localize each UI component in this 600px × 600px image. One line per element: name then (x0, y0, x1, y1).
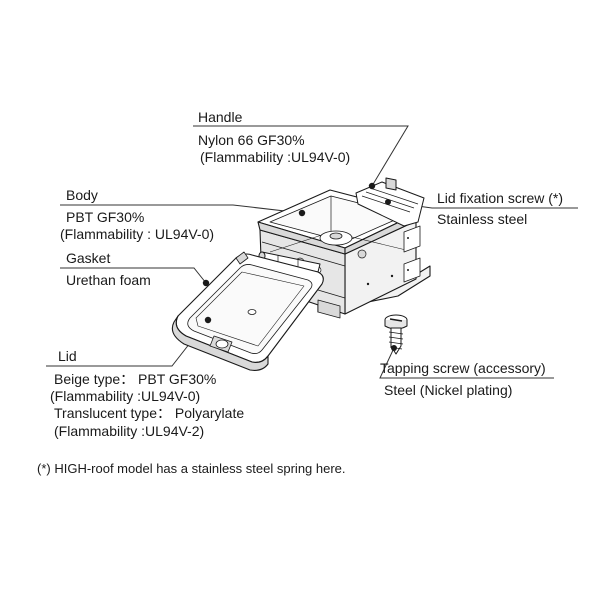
tapping-screw-leader (379, 347, 554, 379)
tapping-screw-label: Tapping screw (accessory) (380, 360, 546, 376)
lid-screw-material: Stainless steel (437, 211, 528, 227)
lid-beige-rating: (Flammability :UL94V-0) (50, 388, 201, 404)
lid-translucent-type: Translucent type： Polyarylate (54, 405, 245, 421)
lid-translucent-rating: (Flammability :UL94V-2) (54, 423, 205, 439)
lid-part (171, 251, 324, 371)
gasket-leader (60, 267, 207, 284)
lid-gasket (187, 264, 313, 354)
handle-leader (193, 125, 409, 187)
lid-beige-type: Beige type： PBT GF30% (54, 371, 217, 387)
tapping-screw-part (384, 314, 408, 355)
body-leader (60, 204, 303, 214)
tapping-screw-material: Steel (Nickel plating) (384, 382, 513, 398)
handle-rating: (Flammability :UL94V-0) (200, 149, 351, 165)
handle-label: Handle (198, 109, 243, 125)
gasket-label: Gasket (66, 250, 111, 266)
handle-material: Nylon 66 GF30% (198, 132, 305, 148)
body-label: Body (66, 187, 98, 203)
body-material: PBT GF30% (66, 209, 145, 225)
body-rating: (Flammability : UL94V-0) (60, 226, 215, 242)
lid-label: Lid (58, 348, 77, 364)
lid-screw-label: Lid fixation screw (*) (437, 190, 564, 206)
body-leader-dot (298, 209, 306, 217)
footnote: (*) HIGH-roof model has a stainless stee… (37, 461, 346, 476)
lid-screw-leader-dot (385, 199, 391, 205)
gasket-material: Urethan foam (66, 272, 151, 288)
